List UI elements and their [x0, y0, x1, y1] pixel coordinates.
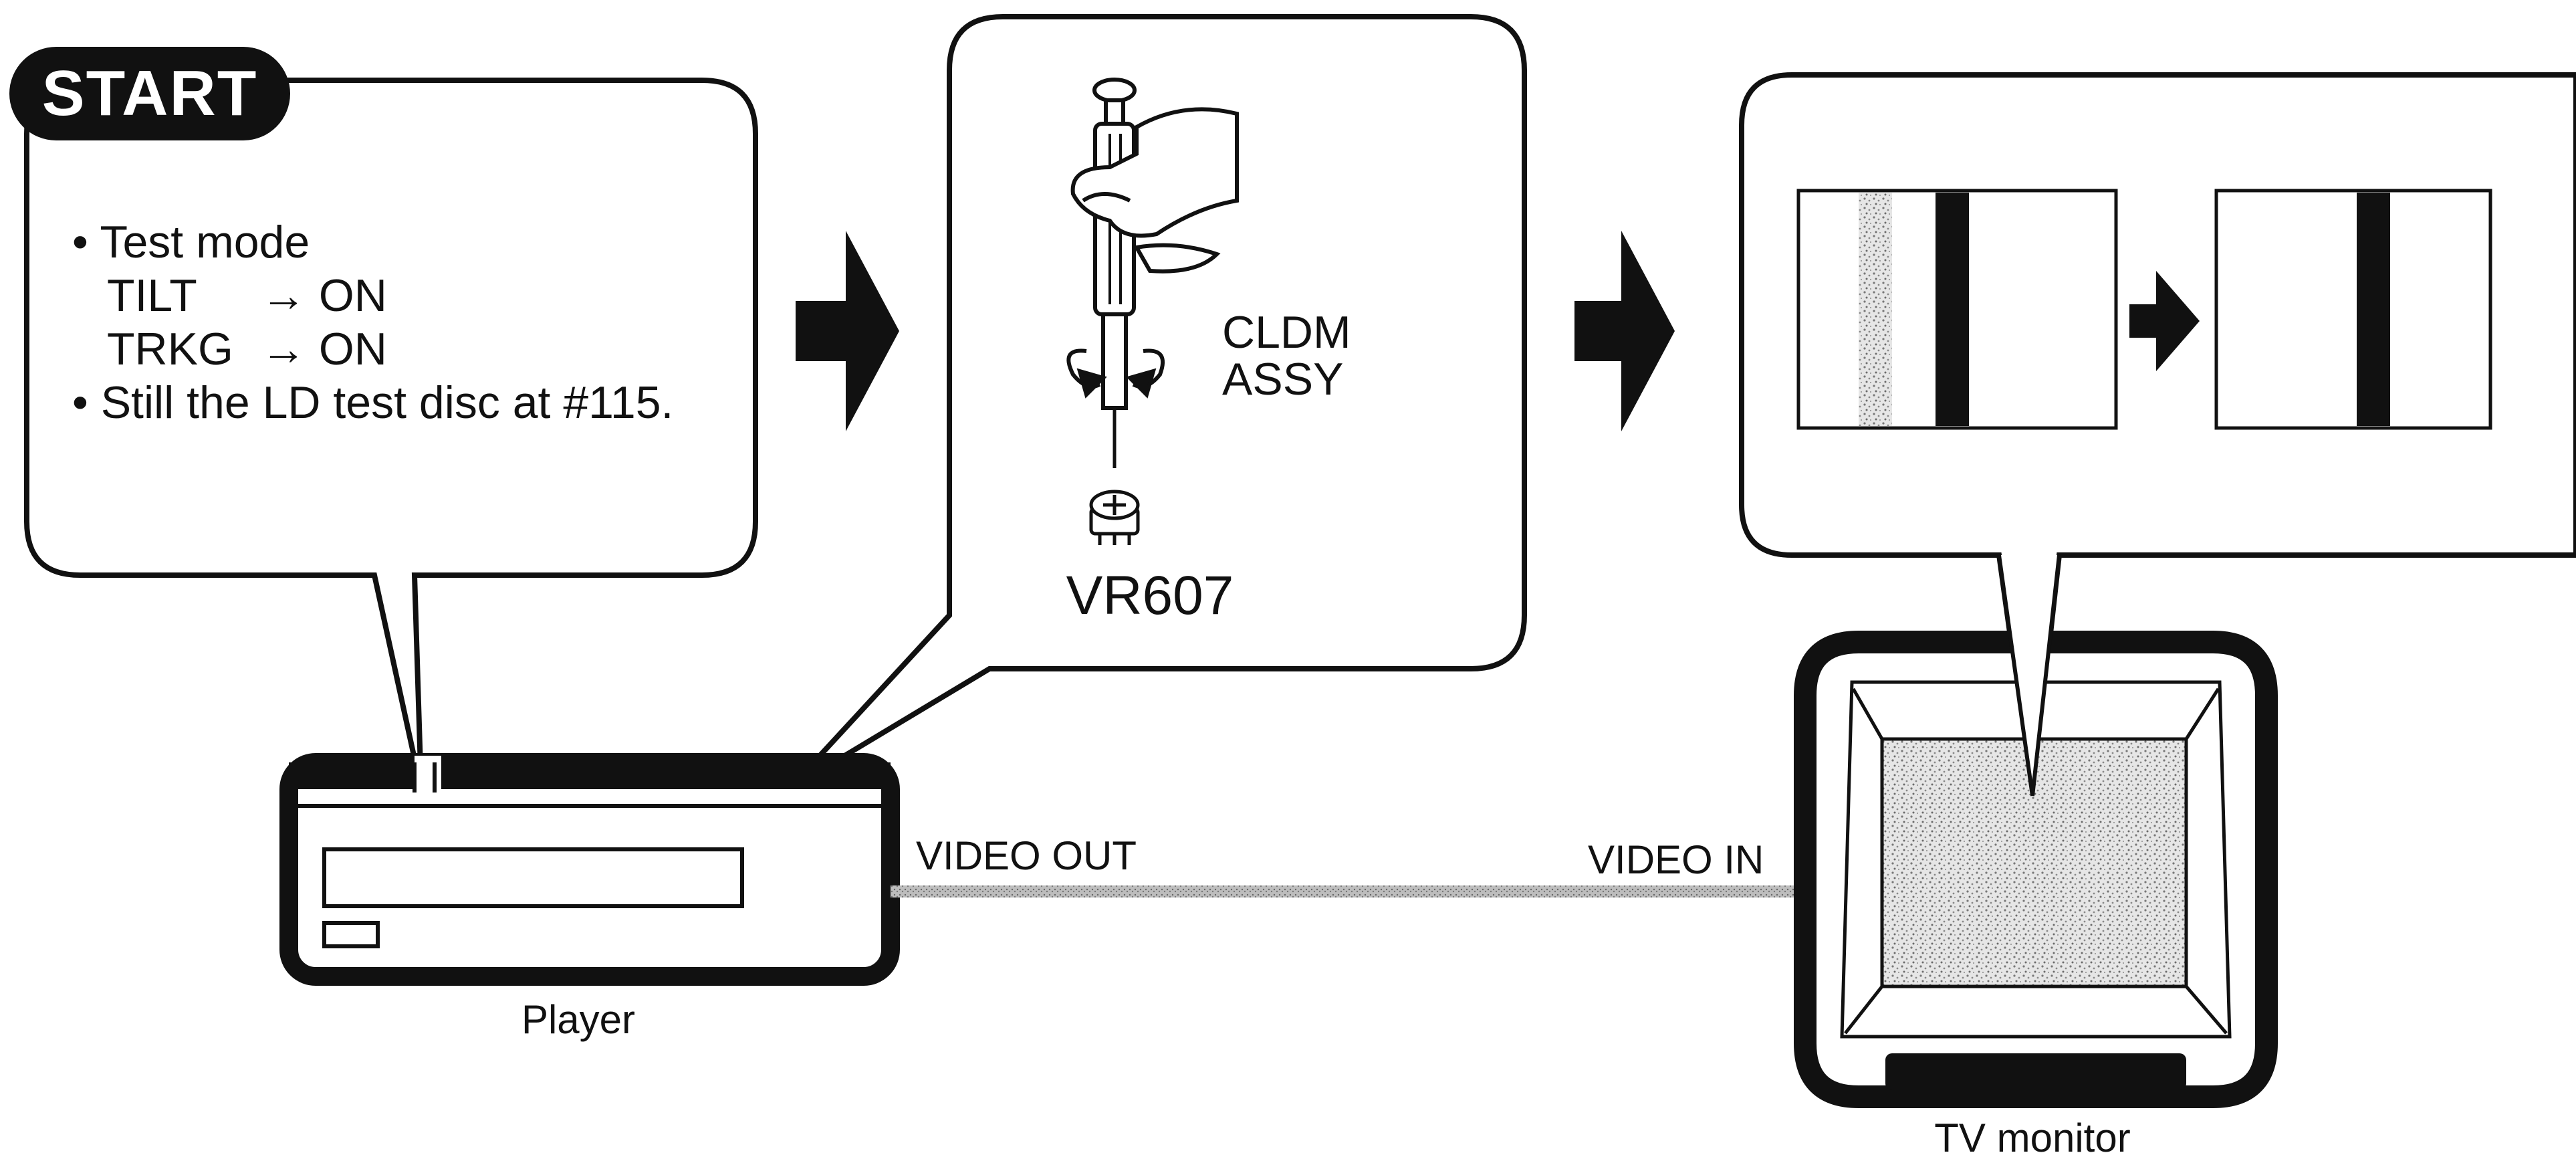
flow-arrow-icon — [796, 231, 899, 431]
video-in-label: VIDEO IN — [1588, 837, 1764, 882]
flow-arrow-icon — [1574, 231, 1675, 431]
potentiometer-icon — [1089, 490, 1140, 545]
instruction-test-mode: • Test mode — [72, 217, 310, 268]
start-badge: START — [9, 47, 290, 140]
instruction-trkg-key: TRKG — [107, 324, 233, 375]
video-out-label: VIDEO OUT — [916, 833, 1137, 878]
player-device-icon — [279, 753, 900, 986]
vr607-label: VR607 — [1066, 565, 1234, 626]
instruction-tilt-value: → ON — [261, 270, 387, 321]
instruction-still-disc: • Still the LD test disc at #115. — [72, 377, 673, 428]
tv-monitor-label: TV monitor — [1934, 1116, 2130, 1160]
instruction-trkg-value: → ON — [261, 324, 387, 375]
tv-monitor-icon — [1794, 631, 2278, 1108]
video-cable — [891, 885, 1817, 898]
rotate-icon — [1066, 348, 1165, 399]
assy-label: ASSY — [1222, 354, 1343, 405]
instruction-tilt-key: TILT — [107, 270, 197, 321]
hand-icon — [1070, 107, 1239, 274]
small-arrow-icon — [2129, 271, 2200, 371]
screen-before-icon — [1796, 189, 2118, 430]
instruction-bubble — [24, 78, 758, 790]
player-label: Player — [521, 997, 635, 1042]
adjustment-bubble — [787, 14, 1527, 792]
screen-after-icon — [2214, 189, 2492, 430]
instruction-list: • Test mode TILT → ON TRKG → ON • Still … — [72, 217, 673, 428]
cldm-label: CLDM — [1222, 307, 1351, 358]
start-text: START — [42, 58, 258, 129]
